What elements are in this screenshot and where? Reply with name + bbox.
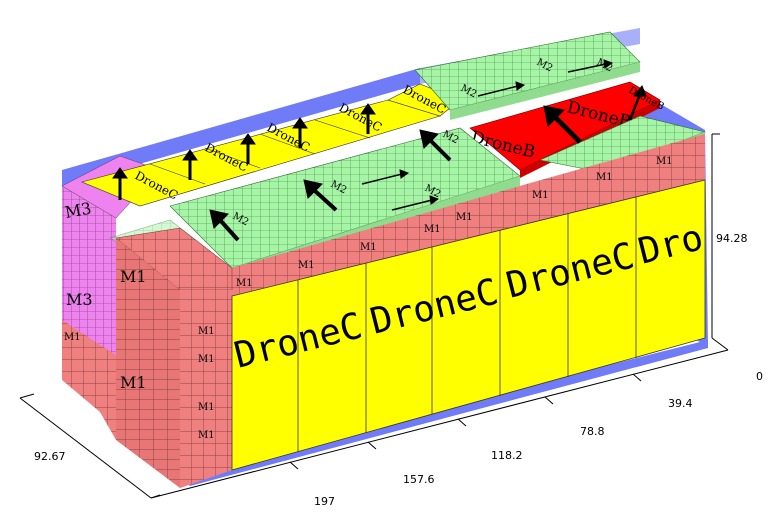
- label-m1-a: M1: [236, 278, 253, 289]
- label-m1-g: M1: [596, 172, 613, 183]
- x-tick-118-2: 118.2: [491, 449, 523, 462]
- label-m1-e: M1: [456, 212, 473, 223]
- box-group-dronec-top: [81, 83, 461, 207]
- label-m1-c: M1: [360, 242, 377, 253]
- label-m3-top: M3: [63, 199, 92, 222]
- label-m3-mid: M3: [66, 290, 93, 309]
- x-tick-39-4: 39.4: [668, 397, 693, 410]
- axes: [19, 133, 729, 499]
- x-tick-157-6: 157.6: [403, 473, 435, 486]
- label-m1-f: M1: [532, 190, 549, 201]
- x-tick-78-8: 78.8: [580, 425, 605, 438]
- label-m1-h: M1: [656, 156, 673, 167]
- label-m1-left-1: M1: [120, 267, 147, 286]
- height-tick: 94.28: [716, 232, 748, 245]
- label-m1-col-2: M1: [198, 354, 215, 365]
- label-m1-leftbottom: M1: [64, 332, 81, 343]
- orientation-arrows: [112, 59, 647, 242]
- label-m1-col-4: M1: [198, 430, 215, 441]
- box-group-m1-left: [100, 227, 233, 488]
- label-m1-left-2: M1: [120, 373, 147, 392]
- x-tick-197: 197: [314, 495, 335, 508]
- x-tick-0: 0: [756, 370, 763, 383]
- box-group-dronec-front: [231, 179, 706, 471]
- label-m1-b: M1: [298, 260, 315, 271]
- label-m1-d: M1: [424, 224, 441, 235]
- label-m1-col-1: M1: [198, 326, 215, 337]
- label-m1-col-3: M1: [198, 402, 215, 413]
- depth-tick: 92.67: [34, 450, 66, 463]
